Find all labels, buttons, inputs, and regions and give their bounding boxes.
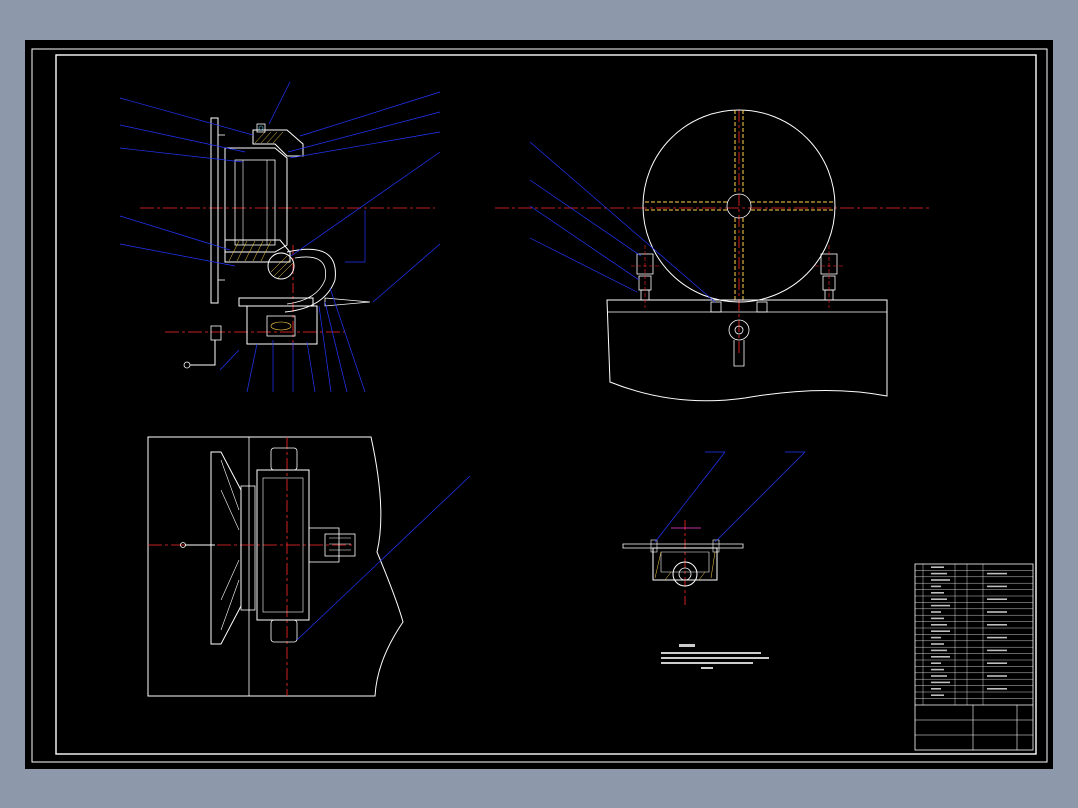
base-plate [238,297,314,307]
section-view [119,81,441,393]
parts-row-mark [931,675,947,677]
parts-row-mark [931,668,944,671]
technical-notes [661,644,769,669]
parts-row-mark [987,572,1007,575]
drawing-sheet [25,40,1053,769]
valve-disc [642,109,836,303]
parts-row-mark [931,694,944,696]
gearbox [246,305,318,345]
hinge-pin [728,319,750,341]
curved-arm [284,248,336,313]
parts-row-mark [987,585,1007,588]
leader-lines-detail [654,451,806,543]
parts-row-mark [931,604,950,607]
parts-row-mark [931,688,941,690]
parts-row-mark [931,630,950,632]
detail-plate [622,543,744,549]
parts-row-mark [931,566,944,568]
detail-view [622,451,806,669]
parts-row-mark [931,662,941,664]
parts-row-mark [987,662,1007,664]
parts-row-mark [987,598,1007,600]
leader-plan [296,475,471,641]
parts-row-mark [987,688,1007,690]
parts-row-mark [987,649,1007,652]
outer-frame [31,48,1048,763]
parts-row-mark [987,624,1007,626]
parts-row-mark [987,675,1007,677]
parts-row-mark [931,636,941,639]
worm-gear [267,252,295,280]
parts-row-mark [931,617,944,620]
inner-frame [55,54,1037,755]
plan-outline [147,436,404,697]
plan-view [147,436,471,697]
housing [224,147,288,253]
parts-row-mark [931,585,941,588]
cad-drawing [31,48,1048,763]
parts-list [914,563,1034,751]
parts-row-mark [987,636,1007,639]
parts-row-mark [987,611,1007,613]
leader-lines [119,81,441,393]
crank-handle [190,340,216,366]
parts-row-mark [931,624,947,626]
parts-row-mark [931,579,950,581]
parts-row-mark [931,643,944,645]
disc-hub [726,193,752,219]
front-view [495,109,930,402]
leader-lines-front [529,141,716,303]
top-cap [252,129,304,157]
detail-channel [652,547,718,581]
detail-shaft [672,561,698,587]
frame-body [606,299,888,402]
plan-flange [210,451,242,645]
parts-row-mark [931,681,950,684]
parts-row-mark [931,598,947,600]
flange-plate [210,117,219,304]
parts-row-mark [931,656,950,658]
parts-row-mark [931,649,947,652]
parts-row-mark [931,572,947,575]
parts-row-mark [931,592,944,594]
disc-stiffeners [645,110,833,302]
parts-row-mark [931,611,941,613]
